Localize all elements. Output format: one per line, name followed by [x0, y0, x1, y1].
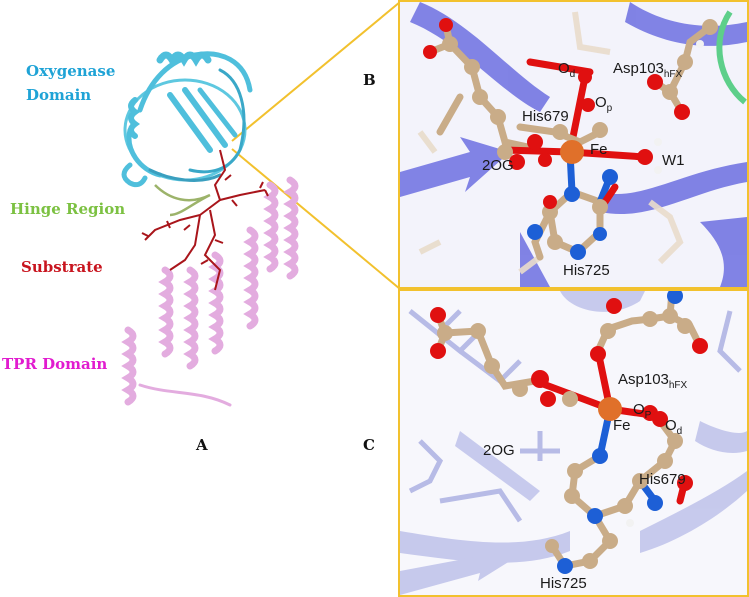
label-c-od: Od — [665, 417, 683, 437]
label-oxygenase-line1: Oxygenase — [26, 62, 116, 80]
panel-letter-b: B — [363, 71, 376, 89]
label-c-fe: Fe — [613, 417, 631, 434]
atoms — [430, 291, 708, 574]
label-b-his725: His725 — [563, 262, 610, 279]
substrate-sticks — [141, 149, 269, 291]
panel-c-molecule — [400, 291, 747, 595]
panel-letter-a: A — [196, 436, 208, 454]
label-oxygenase-line2: Domain — [26, 86, 92, 104]
label-c-his679: His679 — [639, 471, 686, 488]
label-c-2og: 2OG — [483, 442, 515, 459]
label-tpr-domain: TPR Domain — [2, 355, 108, 373]
hinge-region-ribbon — [154, 184, 211, 217]
iron-atom — [560, 140, 584, 164]
protein-cartoon — [121, 51, 299, 407]
label-b-2og: 2OG — [482, 157, 514, 174]
label-b-od: Od — [558, 60, 576, 80]
panel-a-structure — [100, 0, 330, 430]
label-b-asp103: Asp103hFX — [613, 60, 683, 80]
label-c-asp103: Asp103hFX — [618, 371, 688, 391]
atoms — [423, 18, 718, 260]
label-c-op: OP — [633, 401, 652, 421]
label-b-w1: W1 — [662, 152, 685, 169]
panel-letter-c: C — [363, 436, 375, 454]
label-b-fe: Fe — [590, 141, 608, 158]
label-c-his725: His725 — [540, 575, 587, 592]
label-substrate: Substrate — [21, 258, 103, 276]
oxygenase-domain-ribbon — [121, 51, 253, 188]
label-b-his679: His679 — [522, 108, 569, 125]
panel-b-active-site: Od Asp103hFX Op His679 Fe W1 2OG His725 — [398, 0, 749, 289]
iron-atom — [598, 397, 622, 421]
label-b-op: Op — [595, 94, 613, 114]
panel-c-active-site: Asp103hFX OP Fe Od 2OG His679 His725 — [398, 289, 749, 597]
label-hinge-region: Hinge Region — [10, 200, 126, 218]
panel-b-molecule — [400, 2, 747, 287]
